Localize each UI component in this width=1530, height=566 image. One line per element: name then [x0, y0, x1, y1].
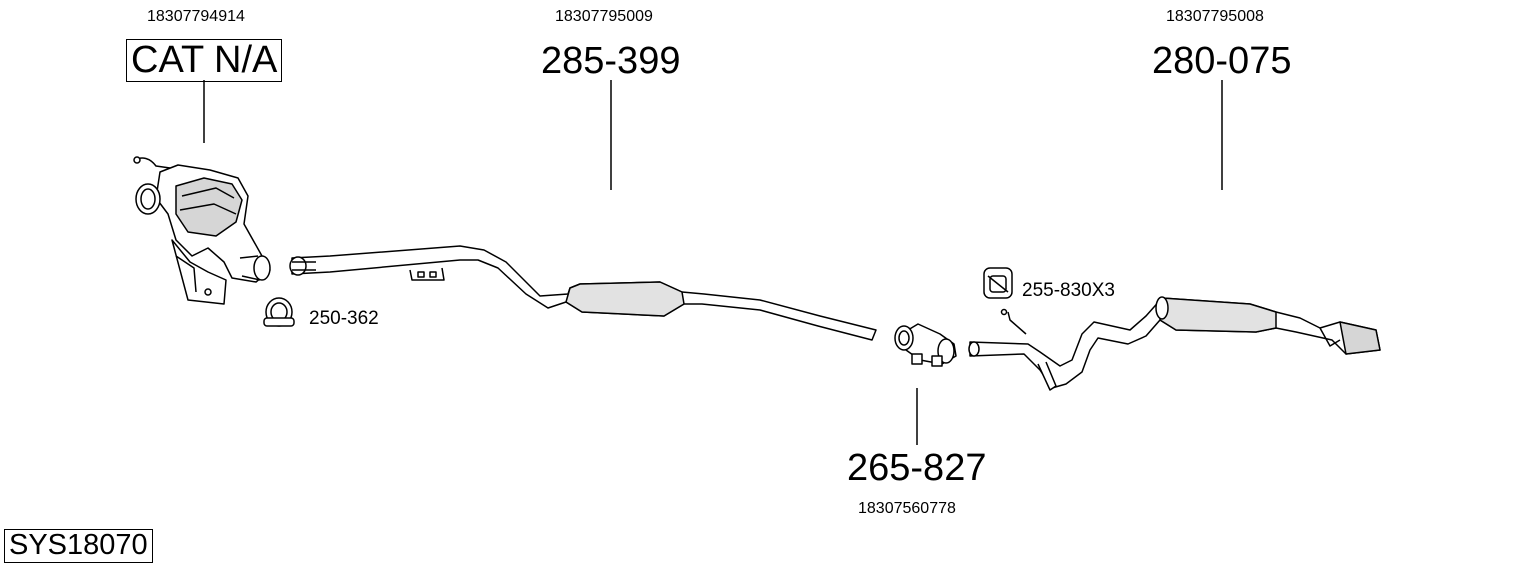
oem-number-265-827: 18307560778 — [858, 500, 956, 517]
front-pipe-part — [289, 245, 877, 341]
oem-number-285-399: 18307795009 — [555, 8, 653, 25]
part-label-285-399[interactable]: 285-399 — [541, 40, 681, 82]
oem-number-cat: 18307794914 — [147, 8, 245, 25]
part-label-265-827[interactable]: 265-827 — [847, 447, 987, 489]
clamp-250-362-part — [263, 297, 295, 327]
connector-265-827-part — [894, 323, 957, 367]
rear-pipe-part — [968, 296, 1381, 391]
accessory-label-255-830x3[interactable]: 255-830X3 — [1022, 280, 1115, 301]
oem-number-280-075: 18307795008 — [1166, 8, 1264, 25]
catalytic-converter-part — [133, 156, 271, 305]
hanger-255-830-part — [983, 267, 1013, 299]
part-label-cat[interactable]: CAT N/A — [126, 39, 283, 82]
part-label-280-075[interactable]: 280-075 — [1152, 40, 1292, 82]
system-code-label: SYS18070 — [4, 529, 153, 563]
accessory-label-250-362[interactable]: 250-362 — [309, 308, 379, 329]
